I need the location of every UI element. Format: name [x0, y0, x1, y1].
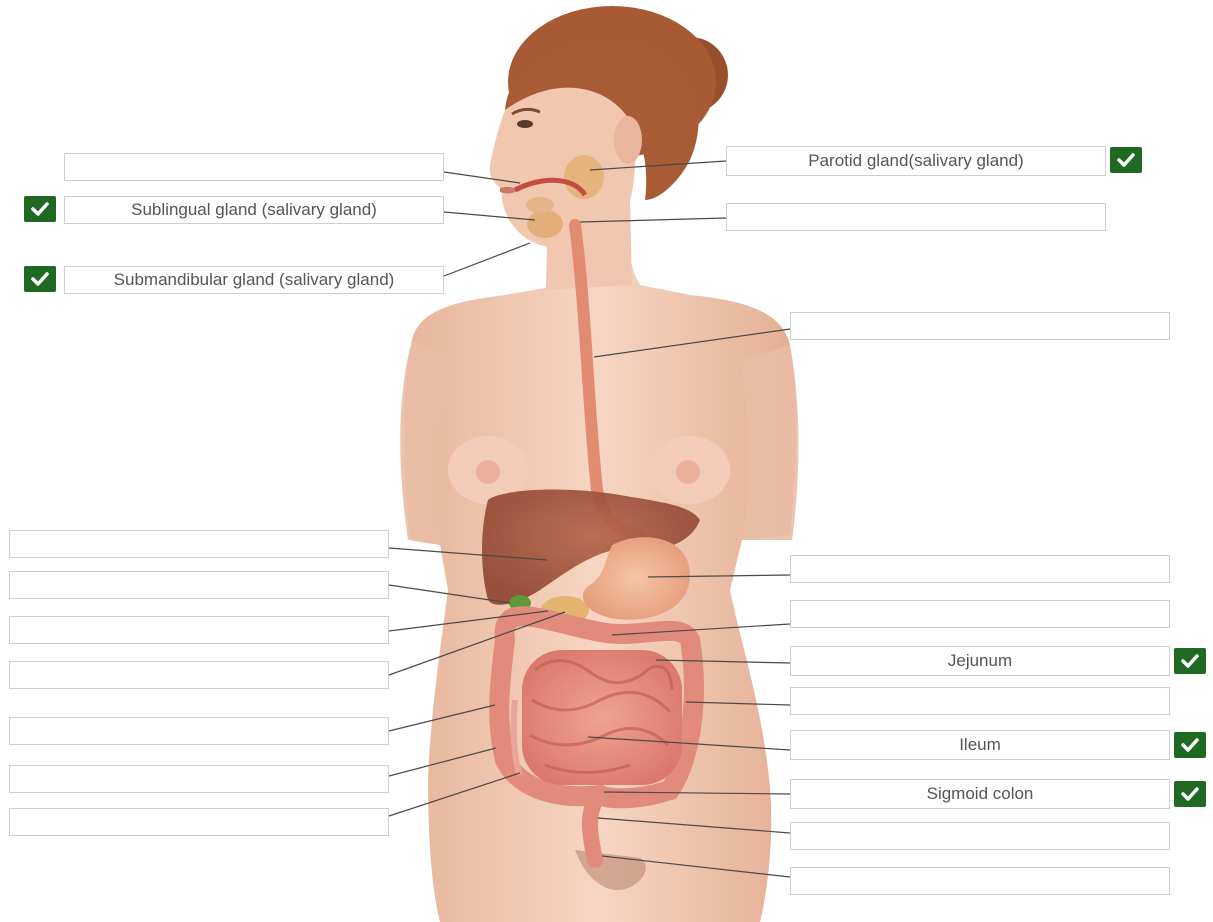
label-box-right-descending[interactable]: [790, 687, 1170, 715]
label-box-submandibular[interactable]: Submandibular gland (salivary gland): [64, 266, 444, 294]
checkmark-icon: [1110, 147, 1142, 173]
small-intestine: [522, 650, 682, 785]
label-box-sublingual[interactable]: Sublingual gland (salivary gland): [64, 196, 444, 224]
label-box-right-transverse[interactable]: [790, 600, 1170, 628]
body-silhouette: [400, 200, 798, 922]
label-box-left-7[interactable]: [9, 808, 389, 836]
correct-checkmark-parotid: [1110, 147, 1142, 173]
label-box-right-rectum[interactable]: [790, 822, 1170, 850]
label-box-top-left[interactable]: [64, 153, 444, 181]
label-box-right-esophagus[interactable]: [790, 312, 1170, 340]
checkmark-icon: [1174, 648, 1206, 674]
label-box-ileum[interactable]: Ileum: [790, 730, 1170, 760]
correct-checkmark-submandibular: [24, 266, 56, 292]
checkmark-icon: [24, 196, 56, 222]
label-box-left-4[interactable]: [9, 661, 389, 689]
label-box-left-3[interactable]: [9, 616, 389, 644]
label-box-left-1[interactable]: [9, 530, 389, 558]
label-box-right-anus[interactable]: [790, 867, 1170, 895]
label-box-parotid[interactable]: Parotid gland(salivary gland): [726, 146, 1106, 176]
label-box-jejunum[interactable]: Jejunum: [790, 646, 1170, 676]
label-box-right-stomach[interactable]: [790, 555, 1170, 583]
label-box-right-1[interactable]: [726, 203, 1106, 231]
label-box-left-5[interactable]: [9, 717, 389, 745]
label-box-left-6[interactable]: [9, 765, 389, 793]
checkmark-icon: [1174, 732, 1206, 758]
label-box-left-2[interactable]: [9, 571, 389, 599]
correct-checkmark-sigmoid: [1174, 781, 1206, 807]
checkmark-icon: [1174, 781, 1206, 807]
correct-checkmark-ileum: [1174, 732, 1206, 758]
correct-checkmark-jejunum: [1174, 648, 1206, 674]
checkmark-icon: [24, 266, 56, 292]
correct-checkmark-sublingual: [24, 196, 56, 222]
label-box-sigmoid[interactable]: Sigmoid colon: [790, 779, 1170, 809]
